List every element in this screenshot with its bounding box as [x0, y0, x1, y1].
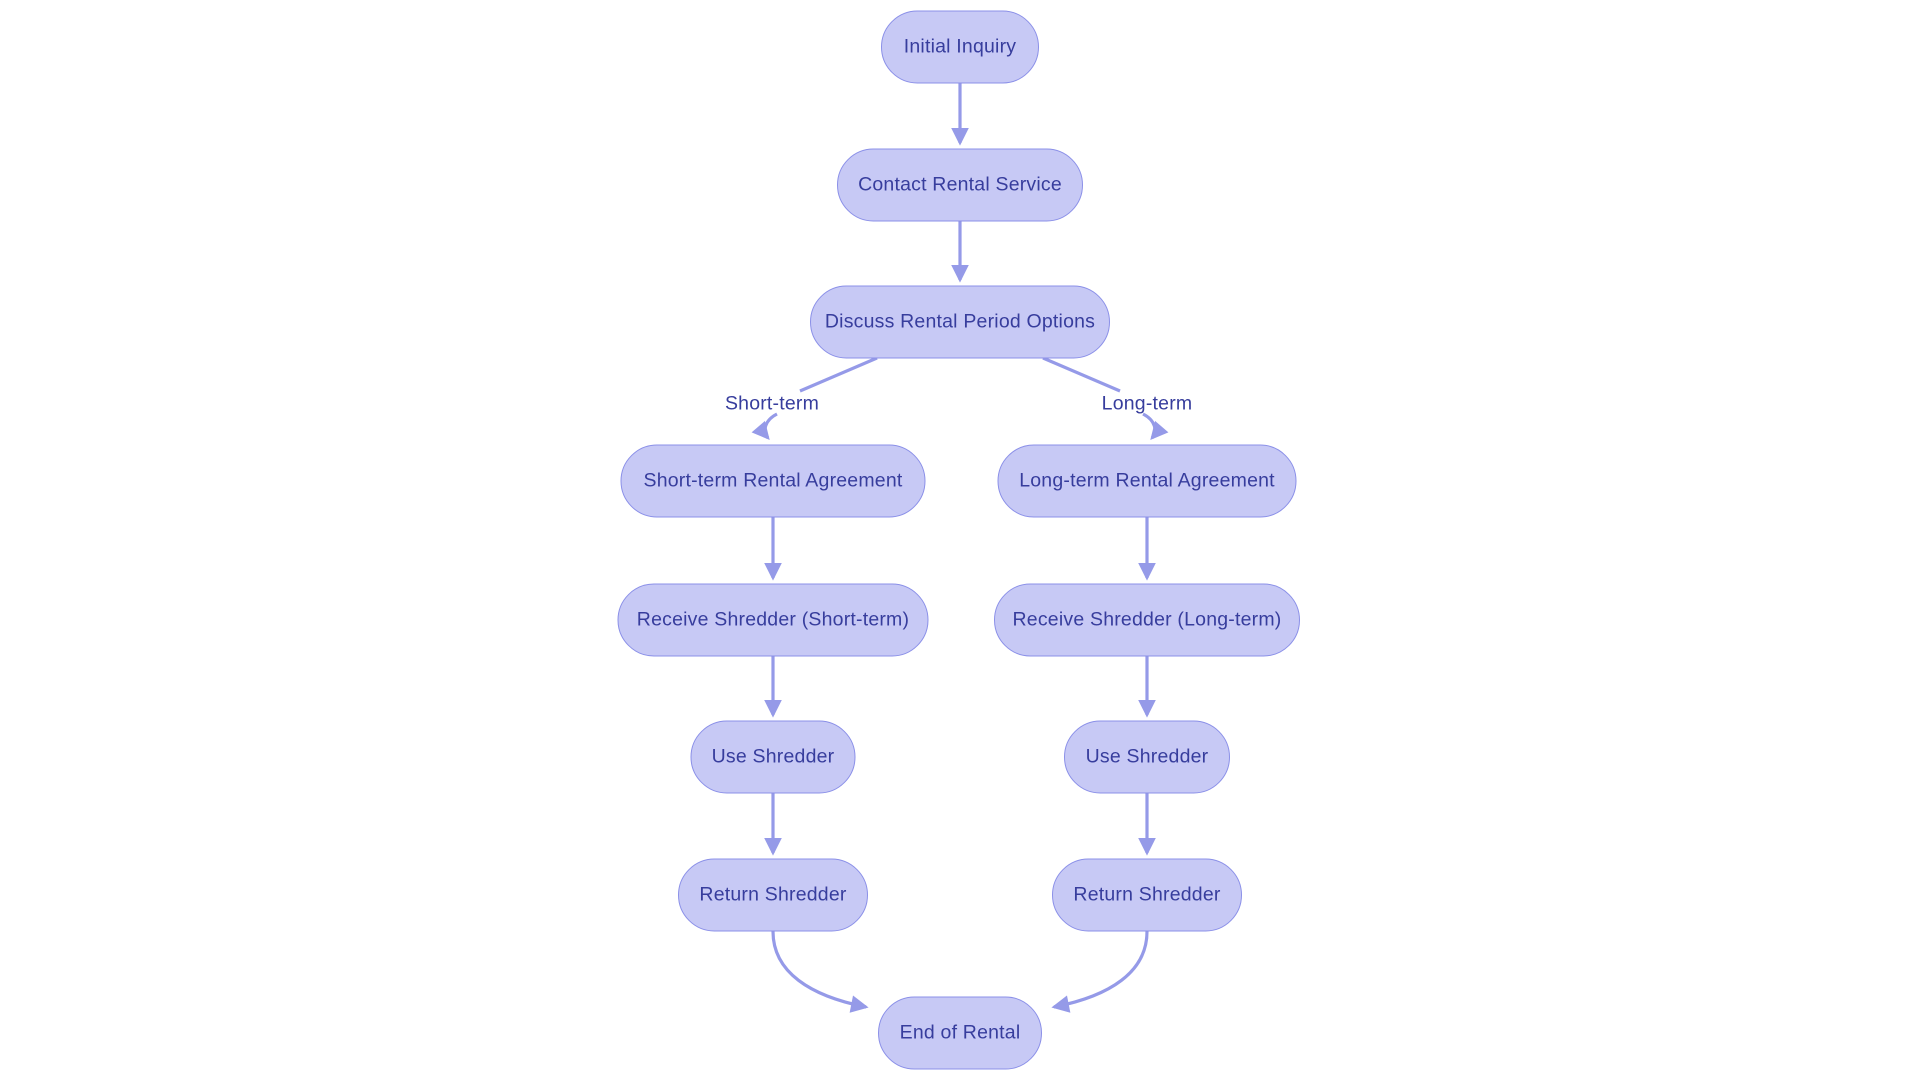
- edge-discuss-to-long-agreement-arrow: [1142, 412, 1169, 441]
- node-return-shredder-short-label: Return Shredder: [699, 883, 847, 906]
- edge-discuss-to-short-agreement-segment: [799, 356, 878, 393]
- node-short-term-rental-agreement: Short-term Rental Agreement: [620, 444, 926, 518]
- node-discuss-rental-period-options: Discuss Rental Period Options: [810, 285, 1110, 359]
- node-receive-shredder-long-term: Receive Shredder (Long-term): [994, 583, 1300, 657]
- node-receive-shredder-short-term-label: Receive Shredder (Short-term): [636, 608, 910, 631]
- node-use-shredder-long: Use Shredder: [1064, 720, 1230, 794]
- edge-discuss-to-short-agreement-arrow: [751, 412, 778, 441]
- node-receive-shredder-short-term: Receive Shredder (Short-term): [617, 583, 929, 657]
- edge-return-long-to-end-of-rental: [1051, 931, 1149, 1013]
- node-end-of-rental-label: End of Rental: [899, 1021, 1021, 1044]
- node-long-term-rental-agreement: Long-term Rental Agreement: [997, 444, 1297, 518]
- node-use-shredder-long-label: Use Shredder: [1085, 745, 1209, 768]
- node-contact-rental-service: Contact Rental Service: [837, 148, 1083, 222]
- node-return-shredder-short: Return Shredder: [678, 858, 868, 932]
- node-end-of-rental: End of Rental: [878, 996, 1042, 1070]
- node-return-shredder-long-label: Return Shredder: [1073, 883, 1221, 906]
- edge-return-short-to-end-of-rental: [771, 931, 869, 1013]
- edge-discuss-to-long-agreement-segment: [1042, 356, 1121, 393]
- node-short-term-rental-agreement-label: Short-term Rental Agreement: [643, 469, 903, 492]
- node-long-term-rental-agreement-label: Long-term Rental Agreement: [1019, 469, 1275, 492]
- node-use-shredder-short-label: Use Shredder: [711, 745, 835, 768]
- node-contact-rental-service-label: Contact Rental Service: [858, 173, 1062, 196]
- node-receive-shredder-long-term-label: Receive Shredder (Long-term): [1012, 608, 1282, 631]
- node-initial-inquiry-label: Initial Inquiry: [903, 35, 1017, 57]
- node-return-shredder-long: Return Shredder: [1052, 858, 1242, 932]
- node-discuss-rental-period-options-label: Discuss Rental Period Options: [824, 310, 1096, 333]
- node-use-shredder-short: Use Shredder: [690, 720, 856, 794]
- edge-label-short-term: Short-term: [724, 392, 820, 415]
- edge-label-long-term: Long-term: [1101, 392, 1193, 415]
- node-initial-inquiry: Initial Inquiry: [881, 10, 1039, 83]
